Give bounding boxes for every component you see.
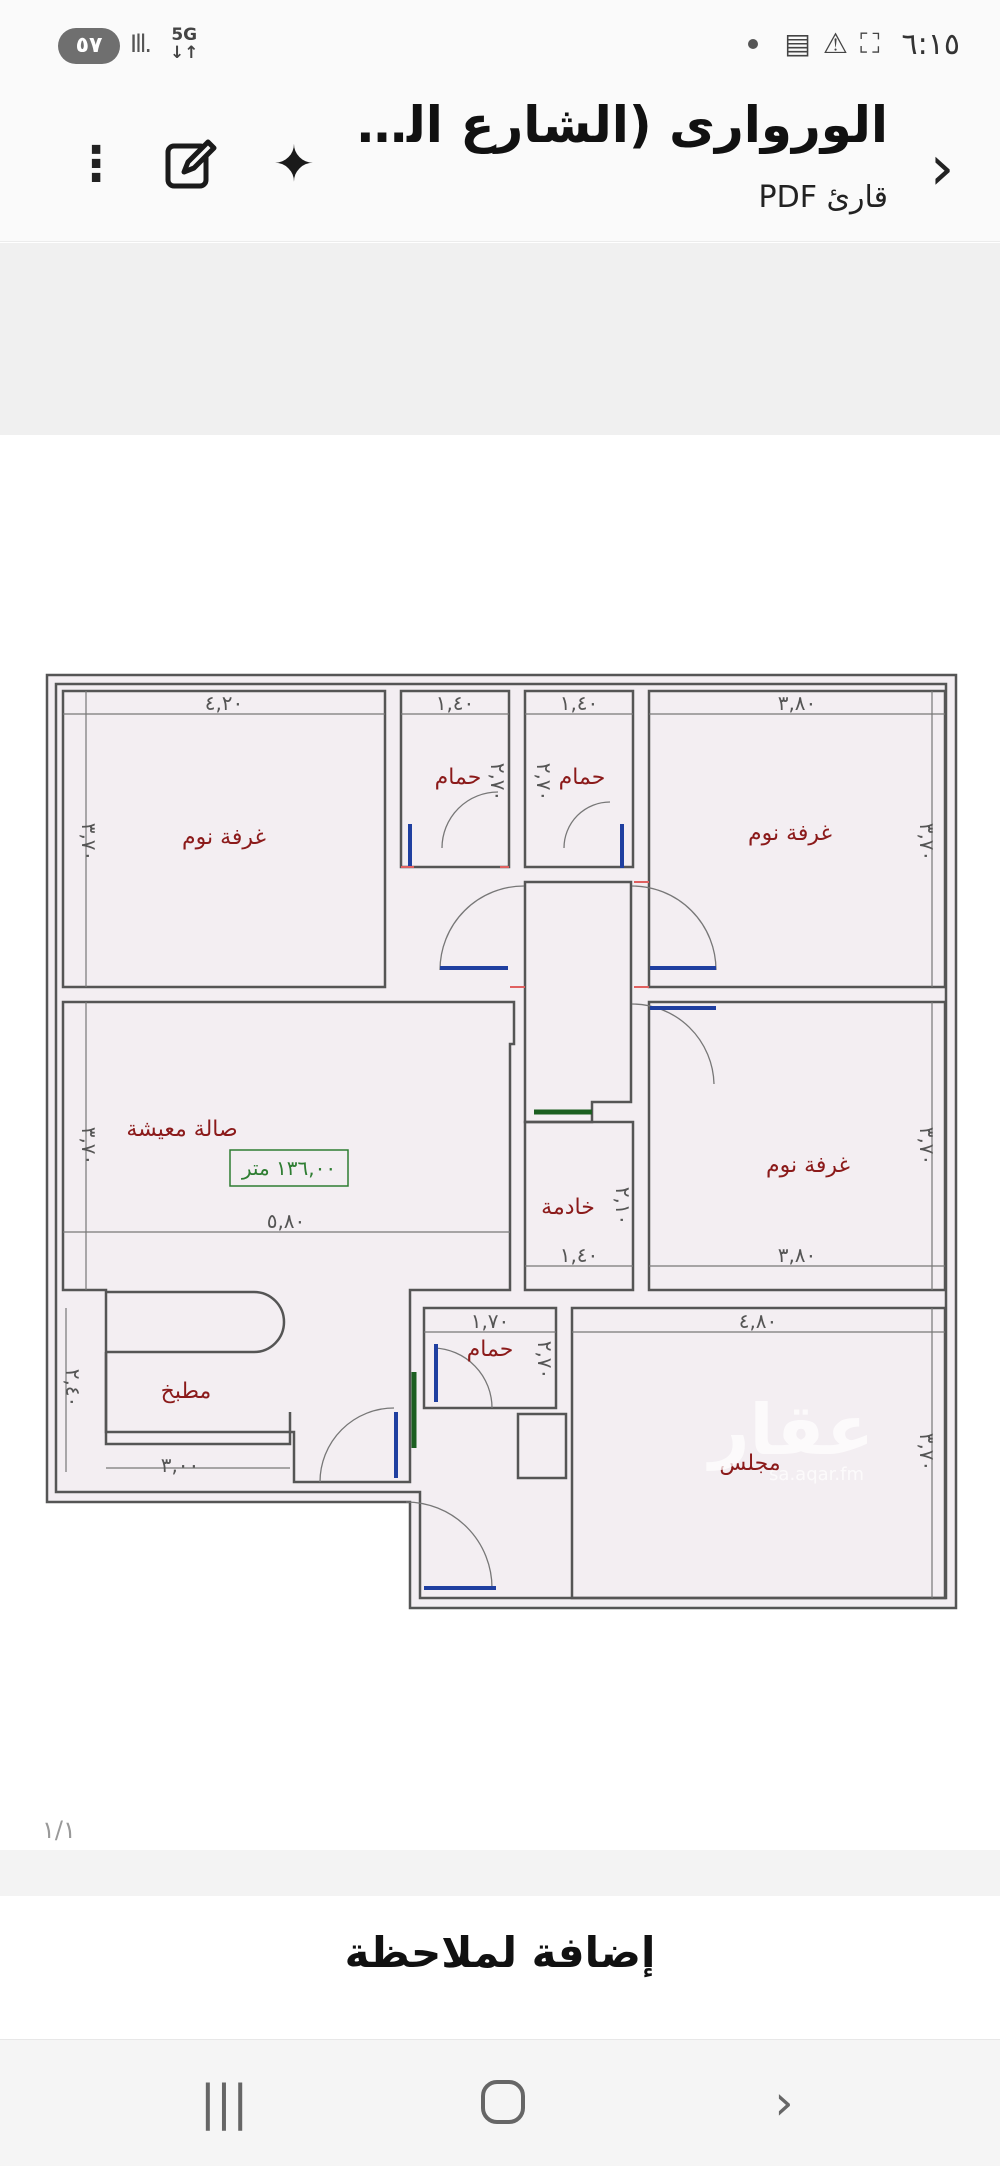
app-bar: › الوروارى (الشارع التجار... قارئ PDF ✦ … xyxy=(0,90,1000,242)
status-right: ▤ ⚠ ⛶ ٦:١٥ xyxy=(748,24,960,64)
dimension-label: ٣,٠٠ xyxy=(161,1453,200,1477)
room-label-majlis: مجلس xyxy=(719,1451,780,1476)
add-note-divider xyxy=(0,1850,1000,1896)
dimension-label: ٥,٨٠ xyxy=(267,1209,306,1233)
floor-plan: .w { fill: none; stroke: #555; stroke-wi… xyxy=(45,673,958,1610)
dimension-label: ٣,٧٠ xyxy=(915,1127,939,1166)
back-icon[interactable]: › xyxy=(774,2075,794,2131)
network-5g-icon: 5G↓↑ xyxy=(170,25,199,63)
dimension-label: ٣,٧٠ xyxy=(77,1127,101,1166)
room-label-bedroom: غرفة نوم xyxy=(748,821,832,846)
room-label-bath: حمام xyxy=(467,1337,514,1362)
status-bar: ٥٧ Ill. 5G↓↑ ▤ ⚠ ⛶ ٦:١٥ xyxy=(0,0,1000,90)
calendar-icon: ▤ xyxy=(784,27,811,60)
sparkle-ai-icon[interactable]: ✦ xyxy=(273,135,315,193)
document-title: الوروارى (الشارع التجار... xyxy=(348,96,888,154)
page-indicator: ١/١ xyxy=(42,1816,76,1844)
dimension-label: ٣,٧٠ xyxy=(77,823,101,862)
dimension-label: ٢,١٠ xyxy=(611,1187,635,1226)
system-nav-bar: ||| › xyxy=(0,2040,1000,2166)
watermark-logo: عقار xyxy=(706,1389,874,1471)
status-time: ٦:١٥ xyxy=(901,26,960,62)
dimension-label: ٣,٨٠ xyxy=(778,1243,817,1267)
dimension-label: ١,٤٠ xyxy=(560,1243,599,1267)
room-label-living: صالة معيشة xyxy=(126,1117,237,1142)
home-icon[interactable] xyxy=(462,2070,542,2136)
app-subtitle: قارئ PDF xyxy=(758,180,888,215)
dimension-label: ٤,٨٠ xyxy=(739,1309,778,1333)
room-label-kitchen: مطبخ xyxy=(161,1379,212,1404)
notification-dot-icon xyxy=(748,39,759,49)
screenshot-icon: ⛶ xyxy=(859,27,880,60)
recent-apps-icon[interactable]: ||| xyxy=(199,2075,249,2131)
room-label-bath: حمام xyxy=(559,765,606,790)
area-label: ١٣٦,٠٠ متر xyxy=(241,1156,336,1180)
dimension-label: ١,٧٠ xyxy=(471,1309,510,1333)
dimension-label: ٣,٧٠ xyxy=(915,1433,939,1472)
room-label-maid: خادمة xyxy=(541,1195,595,1220)
room-label-bedroom: غرفة نوم xyxy=(182,825,266,850)
watermark-url: sa.aqar.fm xyxy=(769,1464,864,1485)
signal-icon: Ill. xyxy=(130,30,152,58)
dimension-label: ٣,٧٠ xyxy=(915,823,939,862)
dimension-label: ٣,٨٠ xyxy=(778,691,817,715)
add-note-button[interactable]: إضافة لملاحظة xyxy=(344,1928,656,1977)
dimension-label: ٢,٧٠ xyxy=(532,763,556,802)
dimension-label: ١,٤٠ xyxy=(436,691,475,715)
room-label-bath: حمام xyxy=(435,765,482,790)
viewer-gap xyxy=(0,243,1000,435)
dimension-label: ٤,٢٠ xyxy=(205,691,244,715)
back-chevron-icon[interactable]: › xyxy=(929,131,955,204)
dimension-label: ٢,٧٠ xyxy=(533,1341,557,1380)
dimension-label: ١,٤٠ xyxy=(560,691,599,715)
room-label-bedroom: غرفة نوم xyxy=(766,1153,850,1178)
edit-icon[interactable] xyxy=(158,132,222,196)
more-vert-icon[interactable]: ⋮ xyxy=(72,136,120,192)
dimension-label: ٢,٤٠ xyxy=(61,1369,85,1408)
dimension-label: ٢,٧٠ xyxy=(486,763,510,802)
warning-icon: ⚠ xyxy=(822,27,848,60)
battery-icon: ٥٧ xyxy=(58,28,120,64)
